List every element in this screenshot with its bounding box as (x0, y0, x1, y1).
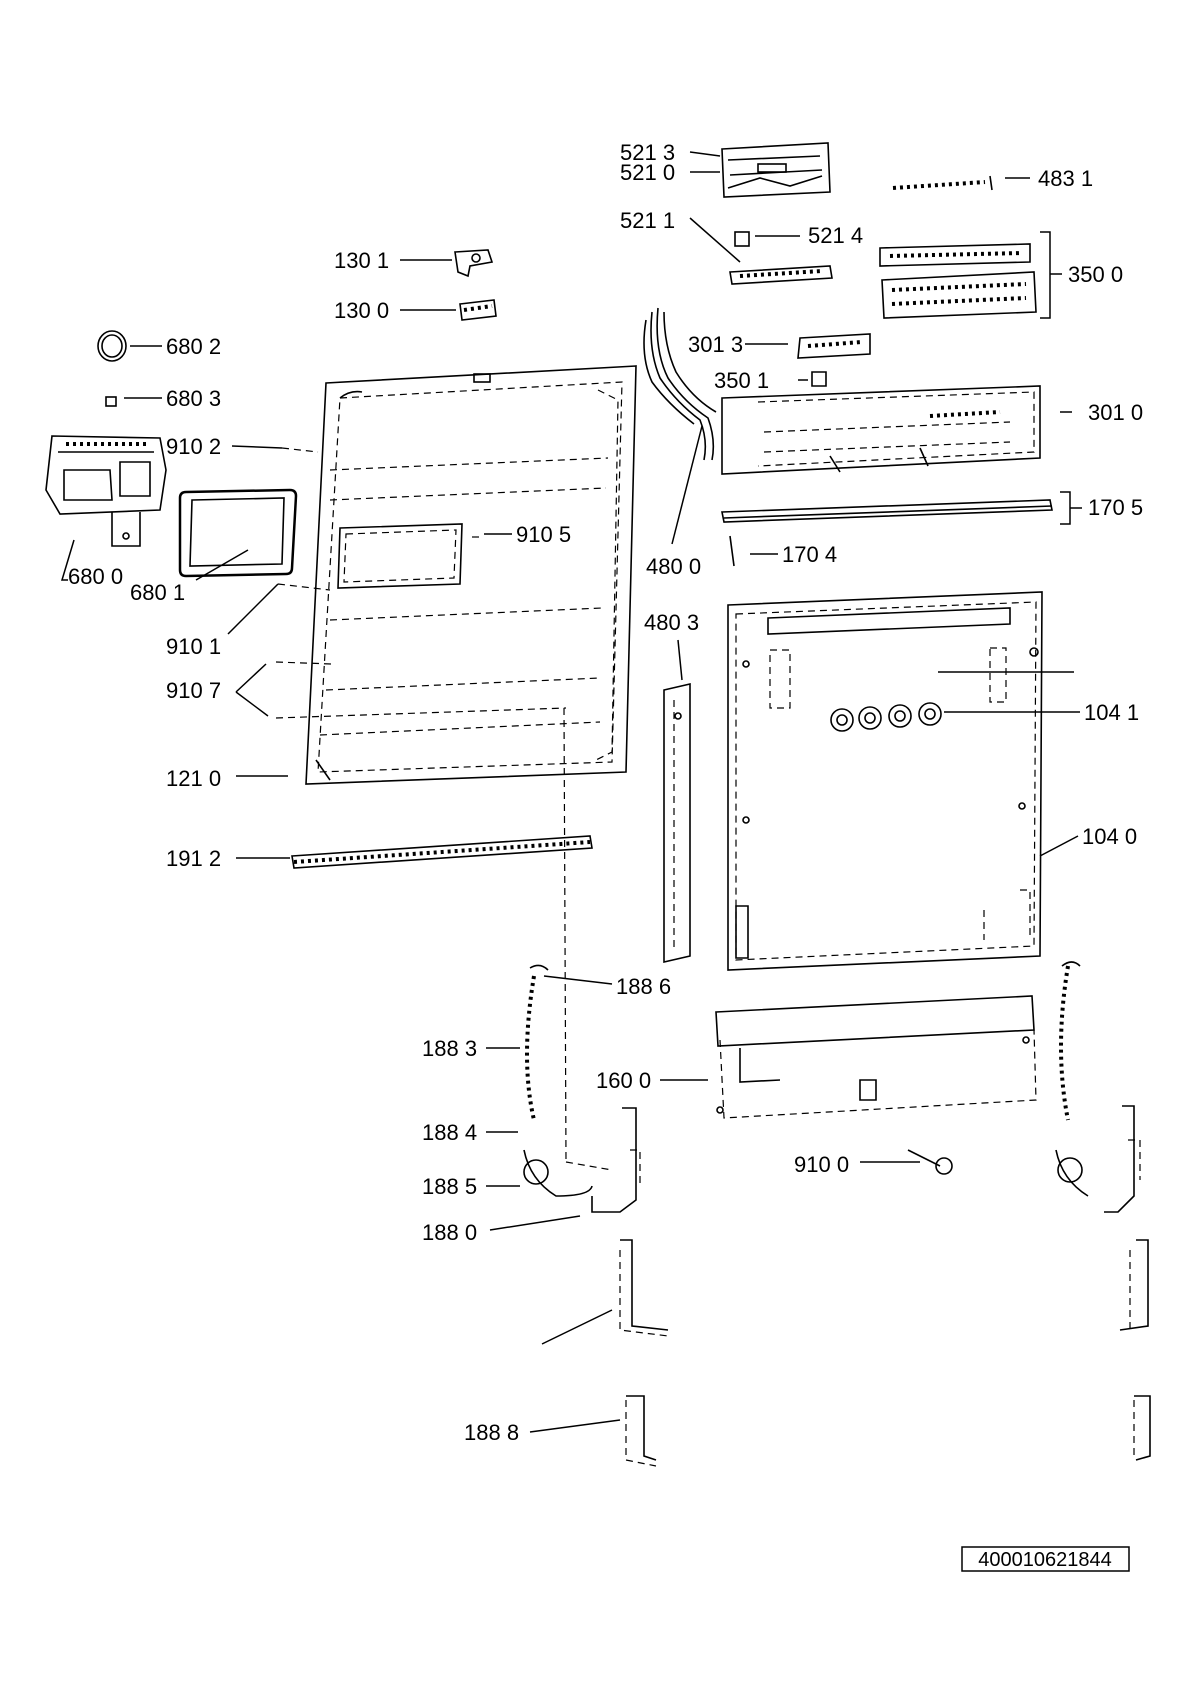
label-910-7: 910 7 (166, 678, 221, 703)
part-680-2-ring (97, 330, 127, 362)
drawing-number: 400010621844 (978, 1549, 1111, 1571)
label-521-0: 521 0 (620, 160, 675, 185)
part-104-0-outer-door (727, 591, 1043, 971)
label-170-5: 170 5 (1088, 495, 1143, 520)
label-680-3: 680 3 (166, 386, 221, 411)
part-121-0-inner-door (305, 365, 637, 785)
part-483-1-screw (989, 175, 993, 191)
part-910-0-screw (907, 1149, 941, 1167)
part-screws-910 (275, 447, 613, 1171)
label-521-1: 521 1 (620, 208, 675, 233)
part-188-lower-brackets-right (1119, 1239, 1151, 1461)
label-188-0: 188 0 (422, 1220, 477, 1245)
label-104-0: 104 0 (1082, 824, 1137, 849)
part-188-left-hinge (523, 964, 641, 1213)
label-188-3: 188 3 (422, 1036, 477, 1061)
label-910-1: 910 1 (166, 634, 221, 659)
part-680-3 (105, 396, 117, 407)
part-301-3 (797, 333, 871, 359)
part-130-0 (459, 299, 497, 321)
label-301-3: 301 3 (688, 332, 743, 357)
part-control-module (721, 142, 831, 198)
label-301-0: 301 0 (1088, 400, 1143, 425)
label-910-2: 910 2 (166, 434, 221, 459)
label-350-0: 350 0 (1068, 262, 1123, 287)
part-104-1-buttons (830, 702, 942, 732)
label-480-0: 480 0 (646, 554, 701, 579)
part-170-4-screw (729, 535, 735, 567)
part-188-lower-brackets-left (619, 1239, 669, 1467)
label-188-4: 188 4 (422, 1120, 477, 1145)
label-680-0: 680 0 (68, 564, 123, 589)
label-910-5: 910 5 (516, 522, 571, 547)
part-521-4-clip (734, 231, 750, 247)
label-910-0: 910 0 (794, 1152, 849, 1177)
label-130-1: 130 1 (334, 248, 389, 273)
label-104-1: 104 1 (1084, 700, 1139, 725)
part-170-5-bar (721, 499, 1053, 523)
label-170-4: 170 4 (782, 542, 837, 567)
part-680-0-dispenser (45, 435, 167, 547)
drawing-number-box: 400010621844 (961, 1546, 1130, 1572)
label-188-5: 188 5 (422, 1174, 477, 1199)
part-160-0-bottom-plate (715, 995, 1037, 1119)
label-160-0: 160 0 (596, 1068, 651, 1093)
label-480-3: 480 3 (644, 610, 699, 635)
label-188-6: 188 6 (616, 974, 671, 999)
label-680-2: 680 2 (166, 334, 221, 359)
part-130-1 (454, 249, 494, 278)
label-191-2: 191 2 (166, 846, 221, 871)
part-350-0-electronics (879, 243, 1037, 319)
part-480-0-harness (643, 307, 717, 461)
part-188-right-hinge (1055, 961, 1141, 1213)
part-480-3-strip (663, 682, 691, 964)
label-121-0: 121 0 (166, 766, 221, 791)
part-680-1-gasket (178, 488, 298, 578)
part-301-0-control-panel (721, 385, 1041, 475)
label-350-1: 350 1 (714, 368, 769, 393)
part-483-1-strip (892, 180, 986, 190)
leader-lines (60, 151, 1082, 1433)
parts-drawing (45, 142, 1151, 1467)
part-191-2-strip (293, 840, 591, 864)
part-labels: 521 3 521 0 483 1 521 1 521 4 350 0 130 … (68, 140, 1143, 1445)
part-350-1 (811, 371, 827, 387)
part-521-1-board (729, 265, 833, 285)
label-521-3: 521 3 (620, 140, 675, 165)
label-483-1: 483 1 (1038, 166, 1093, 191)
label-521-4: 521 4 (808, 223, 863, 248)
label-188-8: 188 8 (464, 1420, 519, 1445)
label-130-0: 130 0 (334, 298, 389, 323)
label-680-1: 680 1 (130, 580, 185, 605)
